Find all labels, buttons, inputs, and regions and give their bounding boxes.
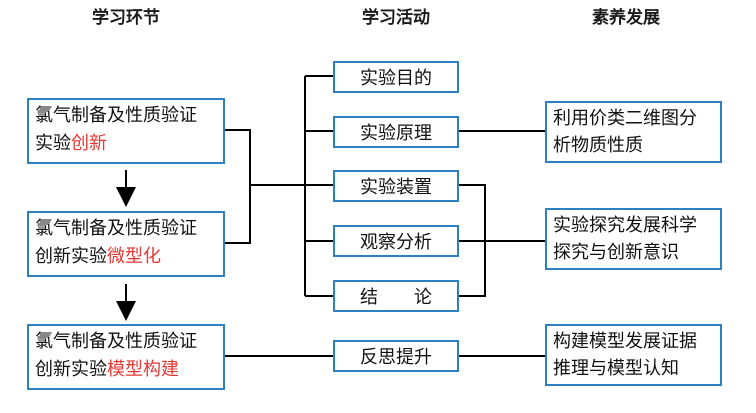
outcome-box-2: 实验探究发展科学 探究与创新意识 [545,208,722,270]
stage-2-highlight: 微型化 [107,246,161,267]
stage-2-line1: 氯气制备及性质验证 [35,218,197,239]
activity-experiment-principle: 实验原理 [333,116,459,148]
activity-experiment-apparatus: 实验装置 [333,170,459,202]
stage-3-line2: 创新实验模型构建 [35,356,217,384]
outcome-2-line2: 探究与创新意识 [553,242,679,263]
outcome-box-3: 构建模型发展证据 推理与模型认知 [545,324,722,386]
stage-1-line1: 氯气制备及性质验证 [35,105,197,126]
outcome-1-line2: 析物质性质 [553,135,643,156]
outcome-box-1: 利用价类二维图分 析物质性质 [545,101,722,163]
stage1-connector [225,129,251,185]
stage-1-line2: 实验创新 [35,130,217,158]
outcome-2-line1: 实验探究发展科学 [553,215,697,236]
stage-1-highlight: 创新 [71,133,107,154]
outcome-3-line2: 推理与模型认知 [553,358,679,379]
stage2-connector [225,185,251,244]
activity-observation-analysis: 观察分析 [333,225,459,257]
stage-box-1: 氯气制备及性质验证 实验创新 [27,98,225,164]
header-literacy-development: 素养发展 [592,8,660,28]
header-learning-stage: 学习环节 [92,8,160,28]
stage-2-line2: 创新实验微型化 [35,243,217,271]
activity-reflection: 反思提升 [333,340,459,372]
stage-3-text: 创新实验 [35,359,107,380]
activity-conclusion: 结 论 [333,280,459,312]
header-learning-activity: 学习活动 [362,8,430,28]
stage-1-text: 实验 [35,133,71,154]
outcome-1-line1: 利用价类二维图分 [553,108,697,129]
outcome-3-line1: 构建模型发展证据 [553,331,697,352]
stage-box-2: 氯气制备及性质验证 创新实验微型化 [27,211,225,277]
stage-3-highlight: 模型构建 [107,359,179,380]
stage-box-3: 氯气制备及性质验证 创新实验模型构建 [27,324,225,390]
stage-2-text: 创新实验 [35,246,107,267]
activity-experiment-purpose: 实验目的 [333,61,459,93]
stage-3-line1: 氯气制备及性质验证 [35,331,197,352]
